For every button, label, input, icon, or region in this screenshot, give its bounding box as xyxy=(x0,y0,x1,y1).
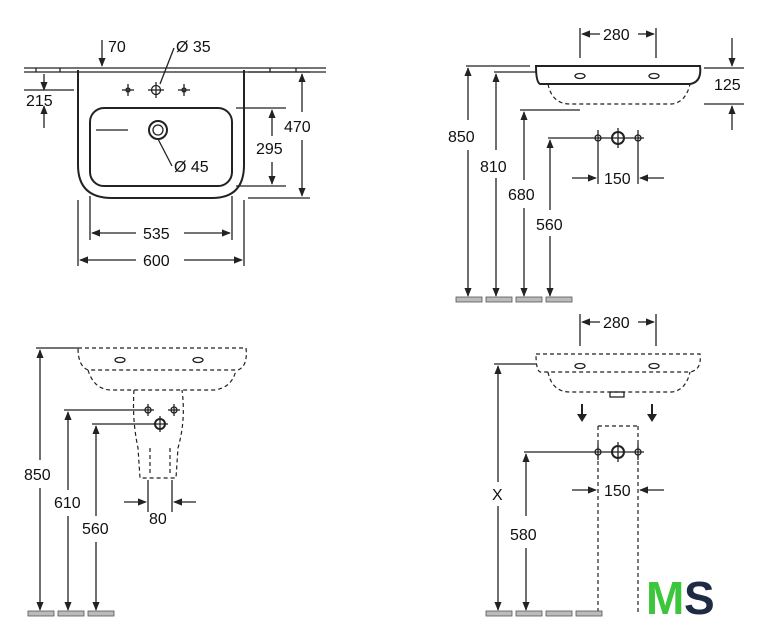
brand-logo: M S xyxy=(646,572,715,624)
dim-side-x-580: 580 xyxy=(510,527,537,544)
dim-front-535: 535 xyxy=(143,226,170,243)
dim-front-tap-hole: Ø 35 xyxy=(176,39,211,56)
side-view-pedestal: 850 610 560 80 xyxy=(24,347,247,617)
dim-pedestal-80: 80 xyxy=(149,511,167,528)
side-x-bowl xyxy=(547,371,691,393)
dim-front-70: 70 xyxy=(108,39,126,56)
dim-side-top-850: 850 xyxy=(448,129,475,146)
dim-front-295: 295 xyxy=(256,141,283,158)
front-view: 70 Ø 35 215 470 295 Ø 45 535 600 xyxy=(24,39,326,270)
dim-side-x-280: 280 xyxy=(603,315,630,332)
dim-side-top-680: 680 xyxy=(508,187,535,204)
pedestal-floor xyxy=(27,610,115,617)
pedestal-body xyxy=(132,389,184,479)
dim-front-215: 215 xyxy=(26,93,53,110)
dim-side-top-150: 150 xyxy=(604,171,631,188)
dim-side-x-150: 150 xyxy=(604,483,631,500)
dim-front-waste: Ø 45 xyxy=(174,159,209,176)
front-waste xyxy=(96,120,173,167)
side-view-x: 280 150 xyxy=(485,314,701,617)
side-top-floor xyxy=(455,296,573,303)
front-basin-outline xyxy=(77,70,245,199)
logo-letter-s: S xyxy=(684,572,715,624)
side-top-bowl xyxy=(547,83,691,105)
dim-pedestal-560: 560 xyxy=(82,521,109,538)
dim-front-600: 600 xyxy=(143,253,170,270)
side-x-floor xyxy=(485,610,603,617)
dim-front-470: 470 xyxy=(284,119,311,136)
logo-letter-m: M xyxy=(646,572,684,624)
dim-side-top-280: 280 xyxy=(603,27,630,44)
dim-side-x-x: X xyxy=(492,487,503,504)
side-x-basin xyxy=(535,353,701,373)
dim-side-top-560: 560 xyxy=(536,217,563,234)
front-tap-holes xyxy=(122,82,190,98)
side-top-supply xyxy=(592,128,644,184)
front-bowl xyxy=(89,107,233,187)
dim-side-top-810: 810 xyxy=(480,159,507,176)
dim-pedestal-850: 850 xyxy=(24,467,51,484)
pedestal-basin xyxy=(77,347,247,371)
pedestal-bowl xyxy=(87,369,237,391)
side-view-top: 280 125 850 810 680 560 xyxy=(448,27,744,303)
side-x-arrows xyxy=(577,404,657,422)
side-top-basin xyxy=(534,65,702,85)
dim-side-top-125: 125 xyxy=(714,77,741,94)
pedestal-supply xyxy=(142,404,180,432)
dim-pedestal-610: 610 xyxy=(54,495,81,512)
side-x-supply xyxy=(524,442,644,462)
